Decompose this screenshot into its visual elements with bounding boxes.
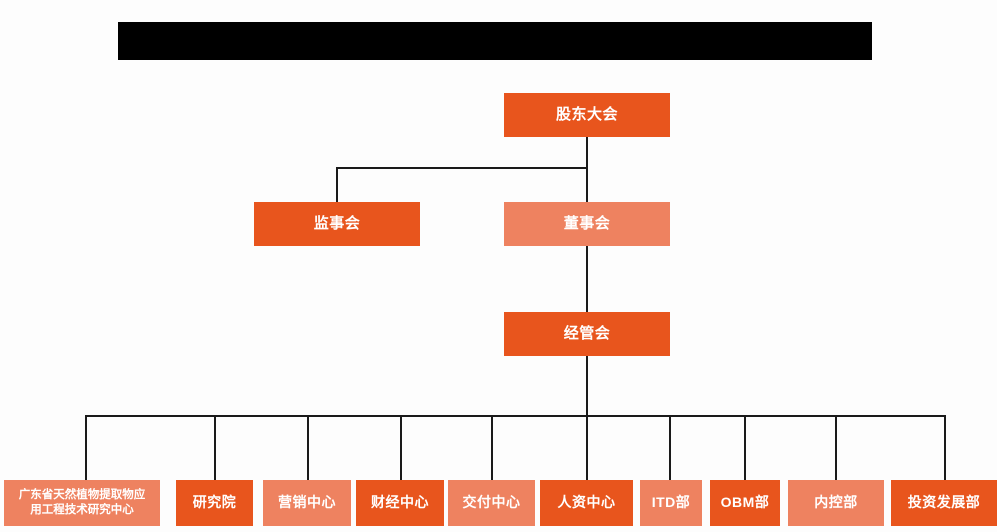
node-itd-department[interactable]: ITD部: [640, 480, 702, 526]
connector-shareholders-down: [586, 137, 588, 168]
node-finance-center[interactable]: 财经中心: [356, 480, 444, 526]
node-obm-department[interactable]: OBM部: [710, 480, 780, 526]
connector-level2-bus: [336, 167, 588, 169]
connector-drop-hr-center: [586, 415, 588, 480]
node-board-of-directors[interactable]: 董事会: [504, 202, 670, 246]
node-executive-management-committee[interactable]: 经管会: [504, 312, 670, 356]
connector-drop-delivery-center: [491, 415, 493, 480]
connector-drop-finance-center: [400, 415, 402, 480]
connector-management-down: [586, 356, 588, 416]
node-board-of-supervisors[interactable]: 监事会: [254, 202, 420, 246]
redacted-title-bar: [118, 22, 872, 60]
node-guangdong-research-center[interactable]: 广东省天然植物提取物应 用工程技术研究中心: [4, 480, 160, 526]
connector-drop-research-center: [85, 415, 87, 480]
node-internal-control-department[interactable]: 内控部: [788, 480, 884, 526]
node-hr-center[interactable]: 人资中心: [540, 480, 633, 526]
connector-drop-institute: [214, 415, 216, 480]
connector-departments-bus: [85, 415, 945, 417]
node-marketing-center[interactable]: 营销中心: [263, 480, 351, 526]
connector-supervisors-down: [336, 167, 338, 202]
node-delivery-center[interactable]: 交付中心: [448, 480, 535, 526]
connector-drop-obm-department: [744, 415, 746, 480]
connector-drop-marketing-center: [307, 415, 309, 480]
connector-drop-internal-control-department: [835, 415, 837, 480]
node-shareholders-meeting[interactable]: 股东大会: [504, 93, 670, 137]
connector-drop-itd-department: [669, 415, 671, 480]
node-institute[interactable]: 研究院: [176, 480, 253, 526]
connector-drop-investment-development-department: [944, 415, 946, 480]
connector-directors-down: [586, 167, 588, 202]
node-investment-development-department[interactable]: 投资发展部: [891, 480, 997, 526]
connector-directors-to-management: [586, 246, 588, 312]
